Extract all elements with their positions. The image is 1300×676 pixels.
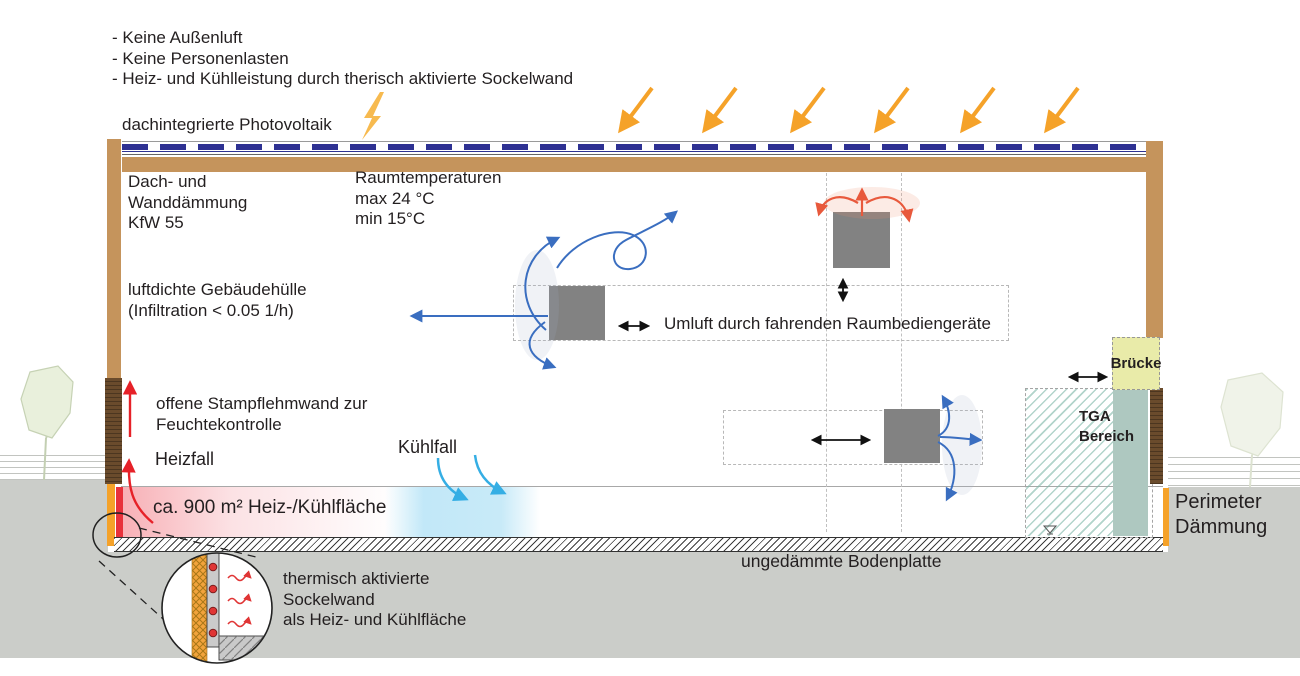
tree-icon — [1220, 372, 1284, 488]
recirculation-label: Umluft durch fahrenden Raumbediengeräte — [664, 314, 991, 333]
socket-wall-detail-label: thermisch aktivierte Sockelwand als Heiz… — [283, 569, 467, 630]
ground-below-slab — [0, 552, 1300, 658]
terrain-line — [1168, 478, 1300, 479]
room-device-bottom — [884, 409, 940, 463]
tga-area-label: TGA Bereich — [1079, 408, 1135, 446]
roof-top-line — [122, 141, 1146, 142]
cooling-floor-gradient — [385, 487, 540, 537]
roof-layer-line — [122, 154, 1146, 155]
terrain-line — [0, 455, 107, 456]
roof-insulation-band — [122, 157, 1163, 172]
room-device-top — [833, 212, 890, 268]
tga-solid-band — [1113, 389, 1148, 536]
terrain-line — [0, 479, 107, 480]
terrain-line — [1168, 464, 1300, 465]
device-vertical-corridor — [826, 173, 902, 532]
photovoltaic-label: dachintegrierte Photovoltaik — [122, 115, 332, 134]
left-wall-rammed-earth — [105, 378, 122, 484]
floor-slab-label: ungedämmte Bodenplatte — [741, 551, 942, 571]
photovoltaic-panels — [122, 144, 1146, 150]
perimeter-insulation-label: Perimeter Dämmung — [1175, 491, 1268, 538]
room-temperatures-label: Raumtemperaturen max 24 °C min 15°C — [355, 168, 502, 229]
rammed-earth-wall-label: offene Stampflehmwand zur Feuchtekontrol… — [156, 394, 368, 434]
floor-slab-hatch — [114, 537, 1163, 552]
bullet-notes: - Keine Außenluft - Keine Personenlasten… — [112, 28, 574, 89]
terrain-line — [1168, 485, 1300, 486]
terrain-line — [1168, 471, 1300, 472]
room-device-mid — [549, 286, 605, 340]
activated-socket-wall-strip — [116, 487, 123, 537]
heating-area-label: ca. 900 m² Heiz-/Kühlfläche — [153, 497, 387, 518]
lightning-icon — [362, 92, 384, 140]
airtight-envelope-label: luftdichte Gebäudehülle (Infiltration < … — [128, 280, 307, 320]
heating-case-label: Heizfall — [155, 449, 215, 469]
bridge-box: Brücke — [1110, 337, 1162, 390]
roof-membrane-line — [122, 151, 1146, 152]
terrain-line — [0, 473, 107, 474]
roof-wall-insulation-label: Dach- und Wanddämmung KfW 55 — [128, 172, 248, 233]
device-horizontal-zone-upper — [513, 285, 1009, 341]
tga-hatched-area — [1026, 389, 1113, 536]
sun-ray-arrow-icon — [618, 86, 1080, 134]
right-wall-rammed-earth — [1150, 388, 1163, 484]
bridge-label: Brücke — [1110, 355, 1162, 372]
terrain-line — [1168, 457, 1300, 458]
perimeter-insulation-strip-right — [1163, 488, 1169, 546]
right-wall-insulated — [1146, 141, 1163, 338]
device-horizontal-zone-lower — [723, 410, 983, 465]
interior-ground-line — [121, 486, 1163, 487]
cooling-case-label: Kühlfall — [398, 437, 458, 457]
tree-icon — [20, 365, 74, 481]
terrain-line — [0, 461, 107, 462]
left-wall-insulated — [107, 139, 121, 379]
terrain-line — [0, 467, 107, 468]
